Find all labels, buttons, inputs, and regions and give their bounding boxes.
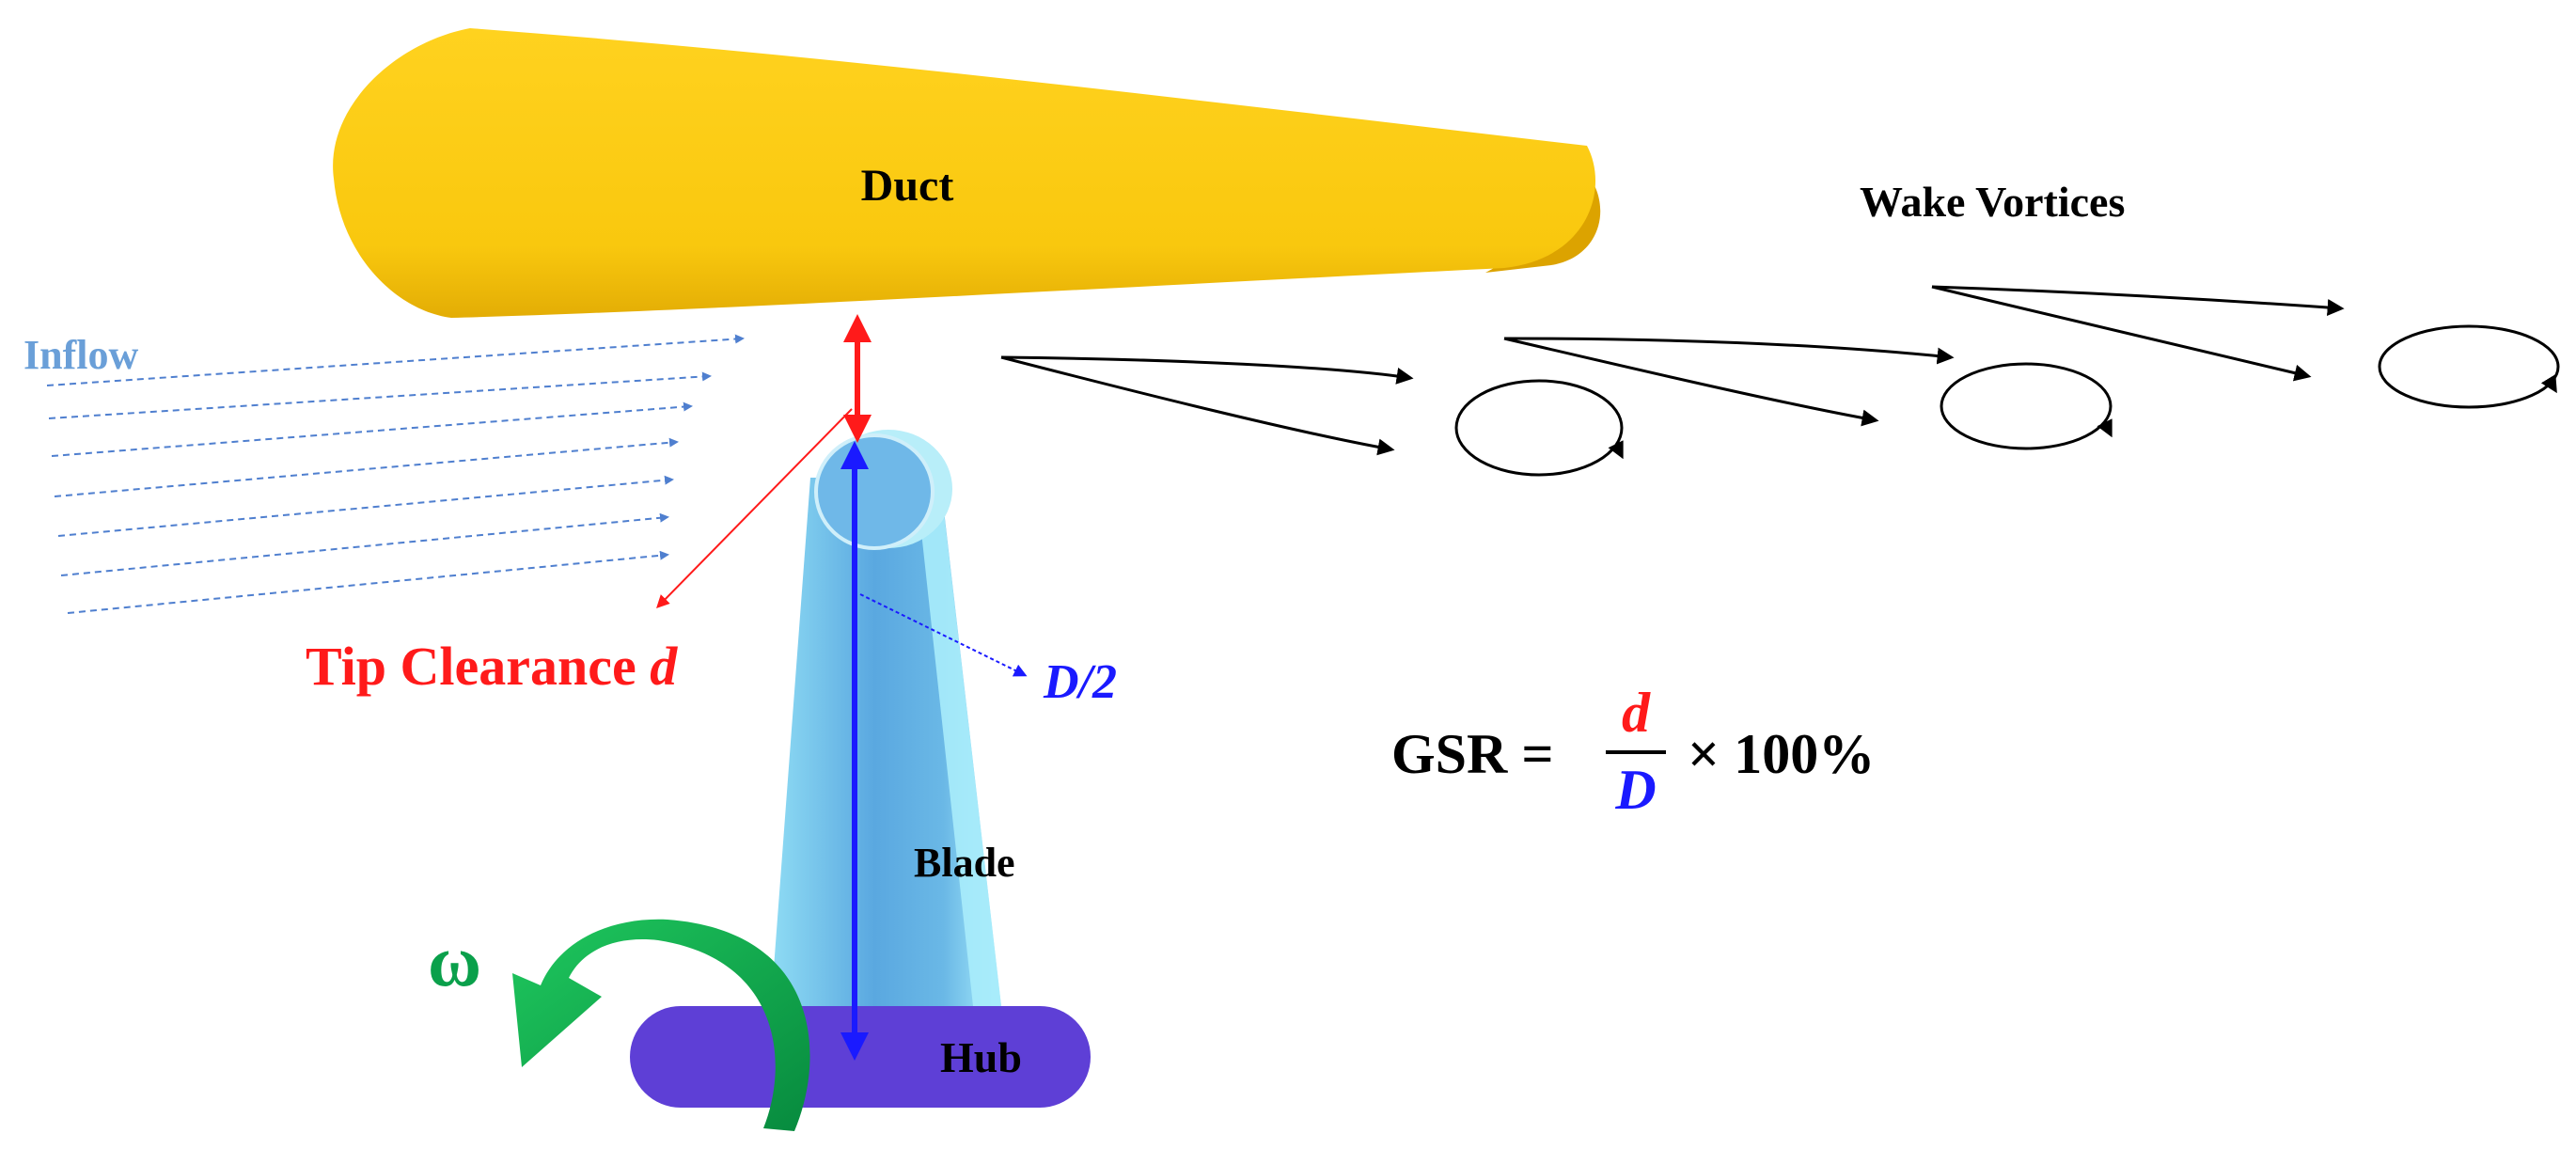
blade: Blade bbox=[771, 430, 1015, 1006]
formula-denominator: D bbox=[1614, 759, 1656, 821]
half-diameter-label: D/2 bbox=[1043, 655, 1117, 709]
wake-vortices-label: Wake Vortices bbox=[1860, 178, 2125, 226]
tip-clearance-dimension: Tip Clearance d bbox=[306, 314, 872, 697]
half-diameter-dimension: D/2 bbox=[840, 441, 1117, 1061]
tip-clearance-pointer bbox=[656, 408, 853, 608]
inflow: Inflow bbox=[24, 332, 745, 614]
blade-edge-highlight bbox=[917, 480, 1001, 1006]
inflow-label: Inflow bbox=[24, 332, 138, 378]
formula-numerator: d bbox=[1622, 682, 1651, 744]
gsr-formula: GSR = d D × 100% bbox=[1391, 682, 1875, 821]
curved-arrow-icon bbox=[512, 919, 810, 1131]
tip-clearance-label: Tip Clearance d bbox=[306, 636, 678, 697]
blade-tip bbox=[814, 433, 935, 550]
hub-label: Hub bbox=[940, 1033, 1022, 1081]
tip-clearance-text: Tip Clearance bbox=[306, 636, 650, 697]
wake-vortex-2 bbox=[1503, 337, 2113, 450]
blade-label: Blade bbox=[914, 840, 1015, 886]
wake-vortex-1 bbox=[1000, 355, 1624, 477]
tip-clearance-symbol: d bbox=[650, 636, 678, 697]
half-diameter-pointer bbox=[859, 593, 1028, 677]
duct-label: Duct bbox=[861, 161, 954, 211]
omega-label: ω bbox=[428, 920, 481, 1001]
hub: Hub bbox=[630, 1006, 1091, 1108]
duct-body bbox=[333, 28, 1596, 318]
wake-vortices: Wake Vortices bbox=[1000, 178, 2560, 477]
vortex-loop bbox=[2378, 324, 2560, 409]
duct: Duct bbox=[333, 28, 1601, 318]
vortex-loop bbox=[1454, 379, 1624, 477]
vortex-loop bbox=[1940, 362, 2113, 450]
rotation-indicator: ω bbox=[428, 919, 810, 1131]
formula-rhs: × 100% bbox=[1688, 723, 1875, 785]
wake-vortex-3 bbox=[1931, 285, 2560, 409]
formula-lhs: GSR = bbox=[1391, 723, 1554, 785]
